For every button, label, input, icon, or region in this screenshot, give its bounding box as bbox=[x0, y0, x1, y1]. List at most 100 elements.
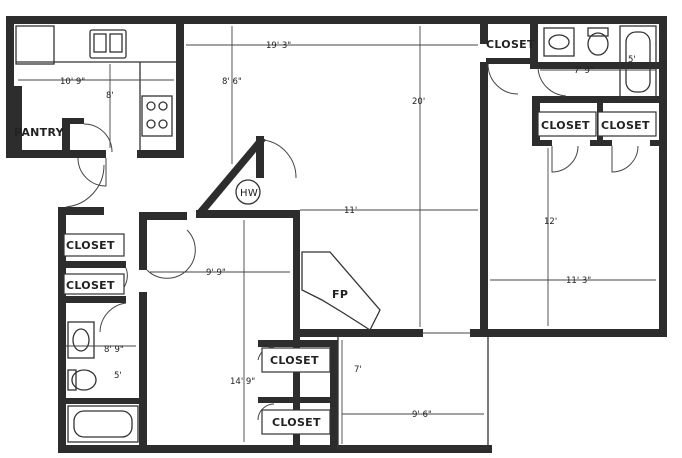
closet-box-bed1-left bbox=[537, 111, 597, 137]
wall-pantry-left bbox=[14, 86, 22, 152]
label-closet-bed2-2: CLOSET bbox=[272, 416, 321, 429]
wall-kitchen-bottom-right bbox=[137, 150, 184, 158]
wall-top-kitchen bbox=[6, 16, 184, 24]
door-hw bbox=[263, 139, 297, 179]
wall-hw-diagonal bbox=[196, 136, 266, 212]
closet-box-bed2-1 bbox=[261, 347, 331, 373]
wall-living-bottom-right bbox=[470, 329, 667, 337]
wall-hall-closet-mid bbox=[258, 397, 334, 403]
left-bath-sink bbox=[67, 321, 95, 359]
burner-4 bbox=[158, 119, 168, 129]
wall-lower-top bbox=[58, 207, 104, 215]
wall-right bbox=[659, 16, 667, 334]
door-bedroom2 bbox=[146, 229, 196, 279]
wall-bed-closet-b1 bbox=[532, 140, 552, 146]
wall-bedroom1-left bbox=[480, 62, 488, 337]
door-top-closet bbox=[487, 63, 519, 95]
closet-box-hall-2 bbox=[63, 273, 125, 295]
wall-closet-top-bottom bbox=[486, 58, 532, 64]
wall-top-main bbox=[177, 16, 667, 24]
door-hall-entry bbox=[65, 164, 105, 208]
door-bed-closet-2 bbox=[611, 145, 639, 173]
dim-patio-depth: 7' bbox=[354, 365, 362, 375]
label-fireplace: FP bbox=[332, 288, 348, 301]
left-bath-toilet bbox=[71, 369, 97, 391]
wall-living-bottom bbox=[293, 329, 423, 337]
dim-bedroom2-depth: 14' 9" bbox=[230, 377, 255, 387]
top-bath-sink bbox=[543, 27, 575, 57]
dim-bath-left-width: 8' 9" bbox=[104, 345, 124, 355]
door-top-bath bbox=[537, 67, 567, 97]
dim-patio-width: 9' 6" bbox=[412, 410, 432, 420]
wall-hall-closet-top bbox=[258, 340, 334, 347]
label-closet-bed1-right: CLOSET bbox=[601, 119, 650, 132]
label-closet-top-bath: CLOSET bbox=[486, 38, 535, 51]
burner-3 bbox=[146, 119, 156, 129]
closet-box-hall-1 bbox=[63, 233, 125, 257]
wall-hall-a bbox=[139, 212, 147, 270]
burner-1 bbox=[146, 101, 156, 111]
sink-basin-right bbox=[109, 33, 123, 53]
label-closet-hall-1: CLOSET bbox=[66, 239, 115, 252]
wall-bed-closet-b2 bbox=[590, 140, 612, 146]
top-bath-toilet bbox=[587, 32, 609, 56]
refrigerator bbox=[15, 25, 55, 65]
door-hall-closet-2 bbox=[257, 403, 275, 421]
burner-2 bbox=[158, 101, 168, 111]
left-bath-tub-inner bbox=[73, 410, 133, 438]
dim-living-width: 19' 3" bbox=[266, 41, 291, 51]
dim-bedroom2-width: 9' 9" bbox=[206, 268, 226, 278]
dim-bedroom1-width: 11' 3" bbox=[566, 276, 591, 286]
closet-box-bed1-right bbox=[597, 111, 657, 137]
wall-bath-tub bbox=[62, 398, 142, 404]
dim-living-depth: 20' bbox=[412, 97, 425, 107]
wall-hw-bottom bbox=[196, 210, 296, 218]
doors bbox=[65, 63, 639, 421]
top-bath-tub-inner bbox=[625, 31, 651, 93]
patio bbox=[337, 337, 489, 449]
dim-bath-left-depth: 5' bbox=[114, 371, 122, 381]
door-pantry bbox=[83, 123, 113, 153]
wall-hw-top bbox=[256, 136, 264, 178]
bath-left-fixtures bbox=[67, 321, 139, 443]
wall-bath-bottom bbox=[530, 62, 659, 69]
wall-hall-closet-right bbox=[330, 340, 338, 453]
wall-bed-closet-b3 bbox=[650, 140, 662, 146]
fireplace bbox=[301, 251, 381, 331]
patio-outline bbox=[337, 337, 489, 449]
door-bed-closet-1 bbox=[551, 145, 579, 173]
left-bath-tank bbox=[67, 369, 77, 391]
dimension-lines bbox=[18, 26, 656, 444]
label-closet-bed2-1: CLOSET bbox=[270, 354, 319, 367]
door-kitchen bbox=[77, 157, 107, 187]
bath-top-fixtures bbox=[543, 25, 657, 99]
left-bath-basin bbox=[72, 328, 90, 352]
wall-bed-closet-top bbox=[532, 96, 662, 103]
sink-basin-left bbox=[93, 33, 107, 53]
top-bath-tank bbox=[587, 27, 609, 37]
label-pantry: PANTRY bbox=[14, 126, 65, 139]
dim-kitchen-width: 10' 9" bbox=[60, 77, 85, 87]
label-closet-hall-2: CLOSET bbox=[66, 279, 115, 292]
label-water-heater: HW bbox=[240, 188, 258, 199]
wall-pantry-top bbox=[62, 118, 84, 124]
top-bath-basin bbox=[548, 34, 570, 50]
closet-box-bed2-2 bbox=[261, 409, 331, 435]
dim-kitchen-depth: 8' bbox=[106, 91, 114, 101]
dim-bath-top-width: 7' 9" bbox=[574, 66, 594, 76]
label-closet-bed1-left: CLOSET bbox=[541, 119, 590, 132]
top-bath-tub bbox=[619, 25, 657, 99]
wall-closet-div-1 bbox=[62, 261, 126, 268]
wall-bath-closet-left bbox=[480, 16, 488, 44]
wall-closet-div-2 bbox=[62, 296, 126, 303]
wall-hall-b bbox=[139, 292, 147, 453]
dim-dining-depth: 8' 6" bbox=[222, 77, 242, 87]
wall-bed-closet-left bbox=[532, 96, 540, 146]
door-left-bath bbox=[99, 302, 127, 333]
wall-left-kitchen bbox=[6, 16, 14, 158]
wall-kitchen-right bbox=[176, 16, 184, 158]
wall-pantry-right bbox=[62, 118, 70, 152]
wall-hall-top bbox=[139, 212, 187, 220]
wall-kitchen-bottom-left bbox=[6, 150, 106, 158]
